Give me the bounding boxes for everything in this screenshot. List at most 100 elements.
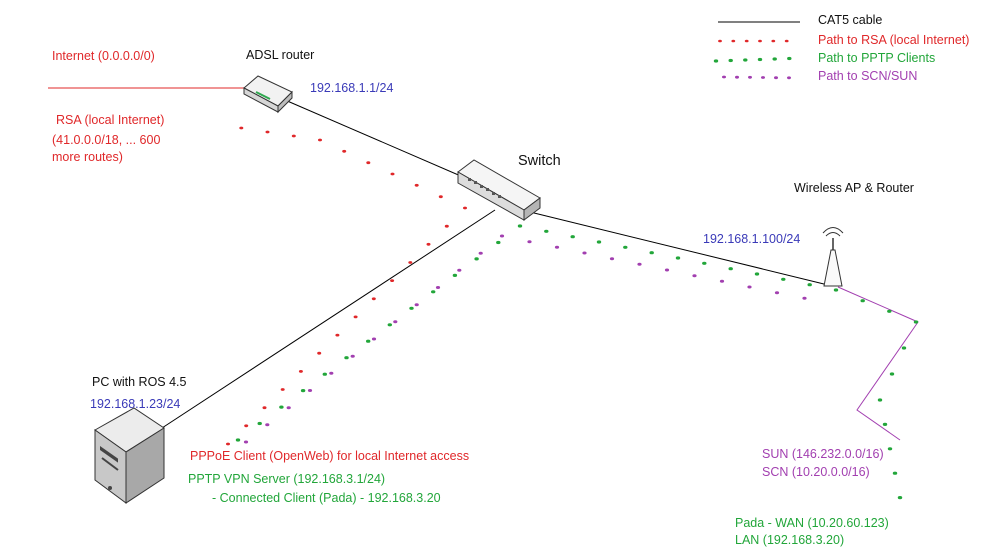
scn-path-dot xyxy=(637,262,642,266)
pppoe-client-label: PPPoE Client (OpenWeb) for local Interne… xyxy=(190,449,470,463)
legend-scn-swatch xyxy=(722,75,791,80)
rsa-label-line2: (41.0.0.0/18, ... 600 xyxy=(52,133,161,147)
cable-switch-ap xyxy=(529,211,829,286)
pptp-path-dot xyxy=(877,398,883,402)
rsa-path-dot xyxy=(298,370,303,373)
switch-label: Switch xyxy=(518,153,561,169)
scn-path-dot xyxy=(435,286,441,289)
pptp-path-dot xyxy=(754,272,760,276)
legend-rsa-dot xyxy=(718,39,722,43)
scn-path-dot xyxy=(664,268,670,272)
wireless-ap-ip: 192.168.1.100/24 xyxy=(703,232,801,246)
rsa-path-dot xyxy=(371,297,376,301)
scn-path-dot xyxy=(371,337,377,341)
cable-switch-pc xyxy=(161,209,496,429)
scn-path-dot xyxy=(457,268,462,272)
legend-scn-dot xyxy=(748,75,752,79)
scn-path-dot xyxy=(554,245,560,249)
pptp-path-dot xyxy=(387,323,392,327)
scn-path-dot xyxy=(692,274,697,278)
pptp-path-dot xyxy=(322,372,327,376)
pc-ip: 192.168.1.23/24 xyxy=(90,397,181,411)
internet-label: Internet (0.0.0.0/0) xyxy=(52,49,155,63)
pptp-path-dot xyxy=(889,372,895,376)
pptp-path-dot xyxy=(517,224,523,228)
scn-path-dot xyxy=(265,423,270,427)
pptp-path-dot xyxy=(702,261,707,265)
scn-path-dot xyxy=(478,251,483,255)
legend-scn-label: Path to SCN/SUN xyxy=(818,69,918,83)
rsa-path-dot xyxy=(265,130,270,134)
pptp-path-dot xyxy=(596,240,602,244)
rsa-path-dot xyxy=(438,195,443,199)
pptp-path-dot xyxy=(474,257,479,261)
rsa-path-dot xyxy=(414,183,419,187)
pptp-server-label: PPTP VPN Server (192.168.3.1/24) xyxy=(188,472,386,486)
scn-path-dot xyxy=(393,320,398,324)
scn-path-dot xyxy=(719,279,725,283)
legend-scn-dot xyxy=(774,76,778,80)
legend-pptp-dot xyxy=(743,58,748,62)
rsa-path-dot xyxy=(426,242,431,246)
pada-lan-label: LAN (192.168.3.20) xyxy=(735,533,845,547)
adsl-router-label: ADSL router xyxy=(246,48,315,62)
pptp-path-dot xyxy=(781,277,786,281)
pptp-path-dot xyxy=(570,235,575,239)
pptp-client-label: - Connected Client (Pada) - 192.168.3.20 xyxy=(212,491,441,505)
pptp-path-dot xyxy=(344,356,349,360)
path-rsa-dots xyxy=(226,126,467,446)
scn-path-dot xyxy=(609,257,615,261)
scn-route-label: SCN (10.20.0.0/16) xyxy=(762,465,870,479)
legend-pptp-dot xyxy=(728,58,733,63)
pptp-path-dot xyxy=(409,306,414,310)
sun-route-label: SUN (146.232.0.0/16) xyxy=(762,447,884,461)
legend-pptp-label: Path to PPTP Clients xyxy=(818,51,936,65)
pc-label: PC with ROS 4.5 xyxy=(92,375,187,389)
legend xyxy=(713,21,800,80)
scn-path-dot xyxy=(350,354,355,358)
rsa-path-dot xyxy=(318,138,322,142)
scn-path-dot xyxy=(802,296,807,300)
pptp-path-dot xyxy=(452,273,458,277)
rsa-path-dot xyxy=(408,261,413,264)
pptp-path-dot xyxy=(892,471,898,475)
legend-pptp-dot xyxy=(787,56,792,61)
rsa-path-dot xyxy=(463,206,467,210)
pptp-path-dot xyxy=(913,320,919,324)
scn-path-dot xyxy=(527,240,532,244)
legend-pptp-dot xyxy=(757,57,763,62)
pptp-path-dot xyxy=(496,240,501,245)
legend-pptp-dot xyxy=(713,59,719,63)
legend-scn-dot xyxy=(735,75,739,79)
legend-scn-dot xyxy=(787,76,791,80)
legend-rsa-dot xyxy=(758,39,762,43)
legend-rsa-dot xyxy=(731,39,736,43)
rsa-path-dot xyxy=(353,315,358,319)
pptp-path-dot xyxy=(901,346,907,350)
scn-path-dot xyxy=(774,291,780,295)
pptp-path-dot xyxy=(833,288,839,292)
cables xyxy=(161,99,829,429)
pptp-path-dot xyxy=(257,421,262,426)
adsl-router-ip: 192.168.1.1/24 xyxy=(310,81,394,95)
pptp-path-dot xyxy=(300,389,306,393)
pptp-path-dot xyxy=(431,290,436,294)
rsa-path-dot xyxy=(226,442,230,446)
rsa-path-dot xyxy=(366,161,371,165)
rsa-path-dot xyxy=(280,388,285,391)
path-pptp-dots xyxy=(235,224,919,500)
legend-pptp-swatch xyxy=(713,56,792,63)
pptp-path-dot xyxy=(544,229,549,233)
pptp-path-dot xyxy=(675,256,681,260)
pptp-path-dot xyxy=(887,309,892,313)
legend-pptp-dot xyxy=(772,57,777,61)
rsa-path-dot xyxy=(317,351,322,355)
path-scn-dots xyxy=(243,234,807,444)
rsa-label-line1: RSA (local Internet) xyxy=(56,113,165,127)
scn-path-dot xyxy=(286,406,291,410)
scn-path-dot xyxy=(243,440,249,444)
pptp-path-dot xyxy=(623,245,628,249)
scn-path-dot xyxy=(307,389,313,392)
pada-wan-label: Pada - WAN (10.20.60.123) xyxy=(735,516,889,530)
